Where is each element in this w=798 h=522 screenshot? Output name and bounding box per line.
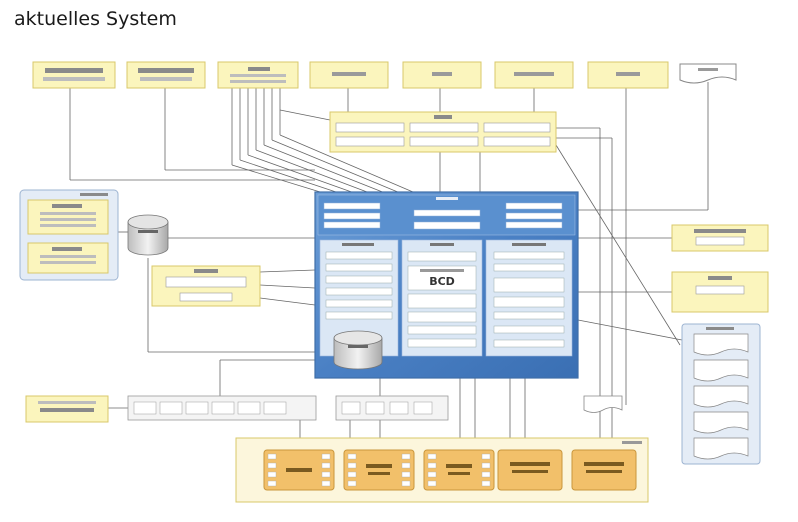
document-shape-small	[583, 395, 623, 413]
bottom-left-box	[25, 395, 109, 423]
oms-box	[329, 111, 557, 153]
top-box-4	[309, 61, 389, 89]
database-left-icon	[127, 214, 169, 256]
right-report-panel	[681, 323, 761, 465]
left-middle-box	[151, 265, 261, 307]
bottom-strip-middle	[335, 395, 449, 421]
top-box-1	[32, 61, 116, 89]
core-label: BCD	[429, 275, 455, 288]
database-core-icon	[333, 330, 383, 370]
slide-title: aktuelles System	[14, 8, 177, 30]
right-side-boxes	[671, 224, 769, 313]
top-box-2	[126, 61, 206, 89]
bottom-strip-left	[127, 395, 317, 421]
left-interface-group	[19, 189, 119, 281]
top-row-boxes	[32, 61, 737, 89]
connector-lines	[69, 82, 709, 450]
central-core-system: BCD	[314, 191, 579, 379]
document-shape-top-right	[679, 63, 737, 84]
bottom-orange-region	[235, 437, 649, 503]
